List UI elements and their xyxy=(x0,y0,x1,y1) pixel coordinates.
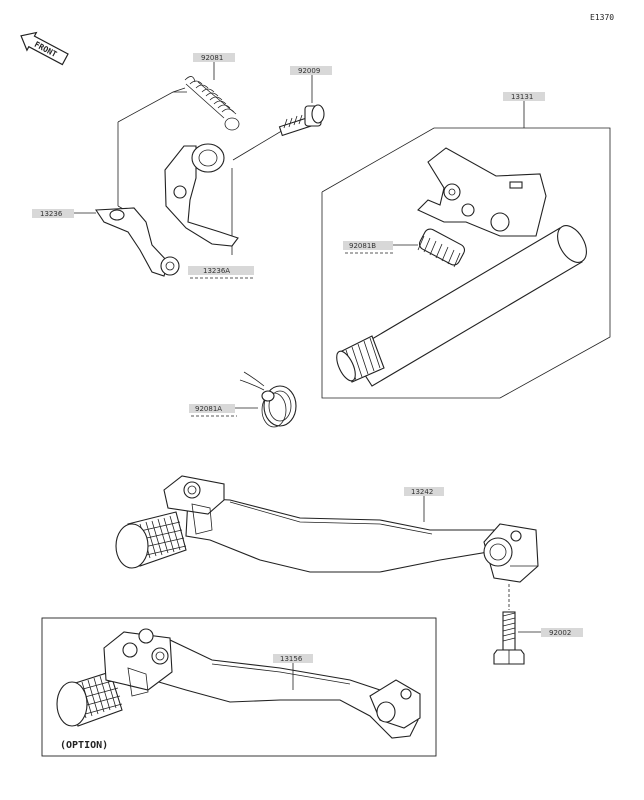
shift-pedal-13242 xyxy=(115,475,539,583)
tag-13236: 13236 xyxy=(32,209,96,218)
spring-92081 xyxy=(184,76,240,131)
bolt-92009 xyxy=(278,104,325,137)
svg-text:13242: 13242 xyxy=(411,488,433,496)
tag-13242: 13242 xyxy=(404,487,444,522)
svg-text:92009: 92009 xyxy=(298,67,320,75)
svg-text:13236A: 13236A xyxy=(203,267,230,275)
spring-92081B xyxy=(417,228,466,268)
svg-text:13131: 13131 xyxy=(511,93,533,101)
shift-pedal-13156 xyxy=(56,628,421,739)
tag-92002: 92002 xyxy=(518,628,583,637)
svg-text:13156: 13156 xyxy=(280,655,303,663)
spring-clip-92081A xyxy=(239,371,297,428)
stopper-arm-13236 xyxy=(95,143,239,277)
tag-92081: 92081 xyxy=(193,53,235,80)
option-label: (OPTION) xyxy=(60,740,108,751)
tag-92081B: 92081B xyxy=(343,241,418,254)
svg-text:92081B: 92081B xyxy=(349,242,376,250)
tag-13236A: 13236A xyxy=(188,266,254,279)
tag-13131: 13131 xyxy=(503,92,545,128)
svg-text:92081: 92081 xyxy=(201,54,223,62)
shift-shaft-box xyxy=(321,127,611,399)
tag-13156: 13156 xyxy=(273,654,313,690)
svg-text:92002: 92002 xyxy=(549,629,571,637)
svg-text:92081A: 92081A xyxy=(195,405,222,413)
bolt-92002 xyxy=(493,584,525,665)
front-arrow-icon: FRONT xyxy=(20,31,69,66)
shift-shaft-13131 xyxy=(336,147,587,387)
option-box xyxy=(41,617,437,757)
diagram-code: E1370 xyxy=(590,13,614,22)
tag-92081A: 92081A xyxy=(189,404,258,417)
tag-92009: 92009 xyxy=(290,66,332,103)
svg-text:13236: 13236 xyxy=(40,210,63,218)
